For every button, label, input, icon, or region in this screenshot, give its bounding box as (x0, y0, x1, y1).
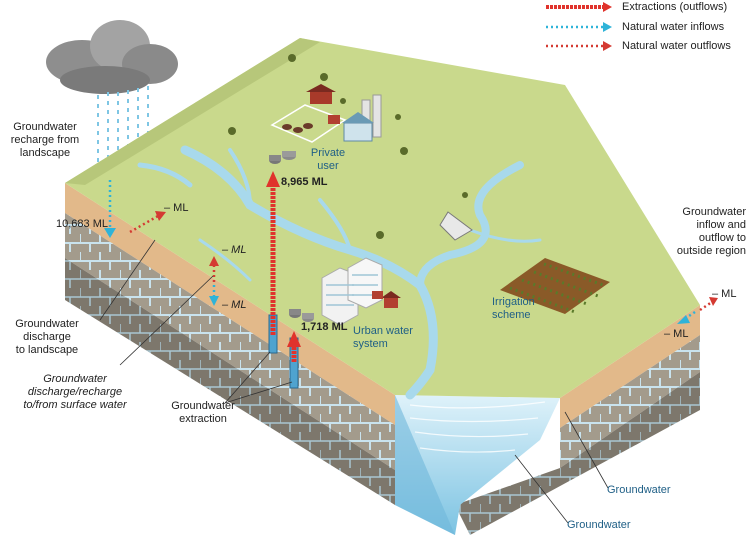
extraction-arrow-private (266, 171, 280, 335)
groundwater-label-bottom: Groundwater (567, 519, 631, 531)
region-flow-label: Groundwater inflow and outflow to outsid… (676, 206, 746, 257)
legend-outflow-arrow (546, 41, 612, 51)
private-user-label: Private user (310, 147, 346, 172)
urban-water-system-label: Urban water system (353, 325, 413, 350)
groundwater-extraction-label: Groundwater extraction (171, 400, 235, 425)
water-tank-icon (269, 151, 296, 164)
farm-icon (270, 84, 347, 143)
extraction-arrow-urban (287, 331, 301, 362)
surface-exchange-value-bottom: – ML (222, 299, 247, 311)
legend-extractions-label: Extractions (outflows) (622, 1, 728, 13)
surface-exchange-label: Groundwater discharge/recharge to/from s… (23, 373, 127, 411)
recharge-value: 10,683 ML (56, 218, 108, 230)
legend-outflows-label: Natural water outflows (622, 40, 731, 52)
valley-water (395, 395, 560, 535)
recharge-label: Groundwater recharge from landscape (10, 121, 80, 159)
legend-inflows-label: Natural water inflows (622, 21, 725, 33)
legend-extraction-arrow (546, 2, 612, 12)
river (137, 145, 542, 400)
dam-icon (439, 211, 473, 241)
region-outflow-value: – ML (712, 288, 737, 300)
leader-lines (99, 239, 609, 524)
surface-exchange-arrow (209, 256, 219, 306)
urban-buildings-icon (321, 257, 401, 326)
region-flow-arrows (677, 297, 718, 324)
extraction-urban-value: 1,718 ML (301, 321, 348, 333)
region-inflow-value: – ML (664, 328, 689, 340)
recharge-arrow (104, 180, 116, 238)
groundwater-label-mid: Groundwater (607, 484, 671, 496)
discharge-value: – ML (164, 202, 189, 214)
legend-inflow-arrow (546, 22, 612, 32)
surface-exchange-value-top: – ML (222, 244, 247, 256)
cross-section-right (455, 305, 700, 535)
discharge-label: Groundwater discharge to landscape (15, 318, 79, 356)
discharge-arrow (129, 211, 166, 234)
cross-section-left (65, 183, 395, 505)
cloud-icon (46, 20, 178, 94)
irrigation-field-icon (500, 258, 610, 314)
tree-icon (228, 54, 468, 239)
land-surface (65, 38, 700, 398)
extraction-private-value: 8,965 ML (281, 176, 328, 188)
irrigation-scheme-label: Irrigation scheme (492, 296, 535, 321)
factory-icon (342, 94, 382, 142)
water-tank-icon (289, 309, 314, 322)
